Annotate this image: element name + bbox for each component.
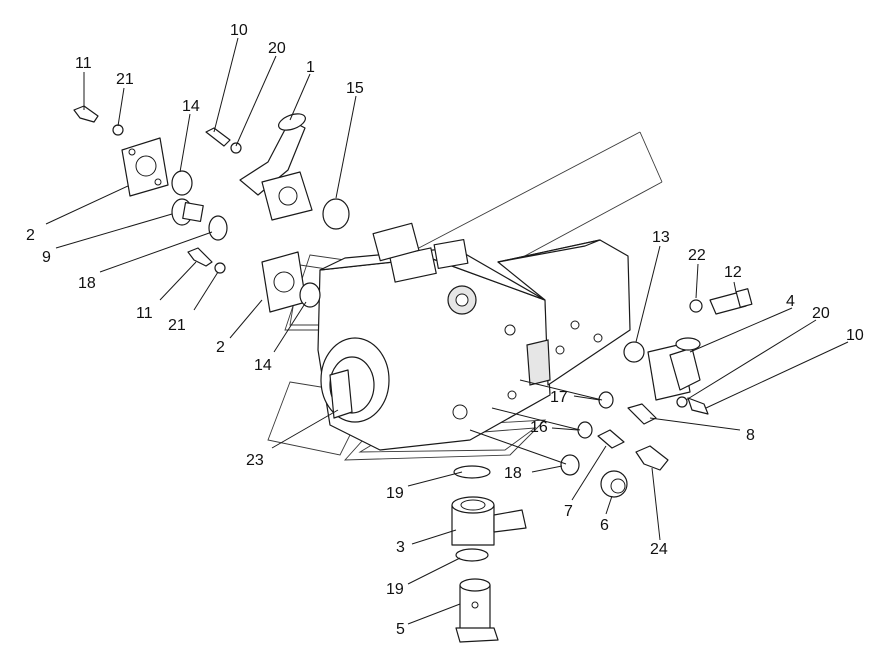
housing-body (317, 222, 631, 451)
callout-12: 12 (724, 264, 742, 281)
callout-19: 19 (386, 485, 404, 502)
bolt-10-upper (205, 127, 231, 147)
lower-assembly (451, 465, 527, 643)
callout-13: 13 (652, 229, 670, 246)
callout-17: 17 (550, 389, 568, 406)
callout-9: 9 (42, 249, 51, 266)
bolt-12 (709, 288, 753, 315)
callout-8: 8 (746, 427, 755, 444)
fitting-8 (627, 403, 657, 425)
callout-7: 7 (564, 503, 573, 520)
callout-18: 18 (78, 275, 96, 292)
bolt-11-upper (73, 105, 99, 123)
callout-10: 10 (846, 327, 864, 344)
callout-21: 21 (168, 317, 186, 334)
callout-2: 2 (216, 339, 225, 356)
callout-19: 19 (386, 581, 404, 598)
callout-20: 20 (268, 40, 286, 57)
callout-15: 15 (346, 80, 364, 97)
callout-18: 18 (504, 465, 522, 482)
callout-labels: 11 21 10 20 1 15 14 2 9 18 11 21 2 14 23… (26, 22, 864, 638)
flange-lower (261, 251, 307, 313)
bolt-10-right (687, 397, 709, 415)
elbow-4 (647, 337, 701, 401)
callout-23: 23 (246, 452, 264, 469)
callout-20: 20 (812, 305, 830, 322)
callout-10: 10 (230, 22, 248, 39)
callout-5: 5 (396, 621, 405, 638)
leader-lines (45, 37, 849, 625)
fitting-6 (600, 470, 628, 498)
callout-11: 11 (136, 305, 153, 322)
callout-11: 11 (75, 55, 92, 72)
flange-upper (121, 137, 169, 197)
washers-and-rings (112, 124, 703, 476)
callout-22: 22 (688, 247, 706, 264)
fitting-7 (597, 429, 625, 449)
callout-16: 16 (530, 419, 548, 436)
callout-3: 3 (396, 539, 405, 556)
bolt-11-lower (187, 247, 213, 267)
callout-14: 14 (254, 357, 272, 374)
callout-21: 21 (116, 71, 134, 88)
callout-24: 24 (650, 541, 668, 558)
inlet-pipe (239, 113, 313, 221)
callout-1: 1 (306, 59, 315, 76)
callout-14: 14 (182, 98, 200, 115)
fitting-9 (171, 198, 204, 226)
callout-2: 2 (26, 227, 35, 244)
callout-6: 6 (600, 517, 609, 534)
callout-4: 4 (786, 293, 795, 310)
fitting-24 (635, 445, 669, 471)
